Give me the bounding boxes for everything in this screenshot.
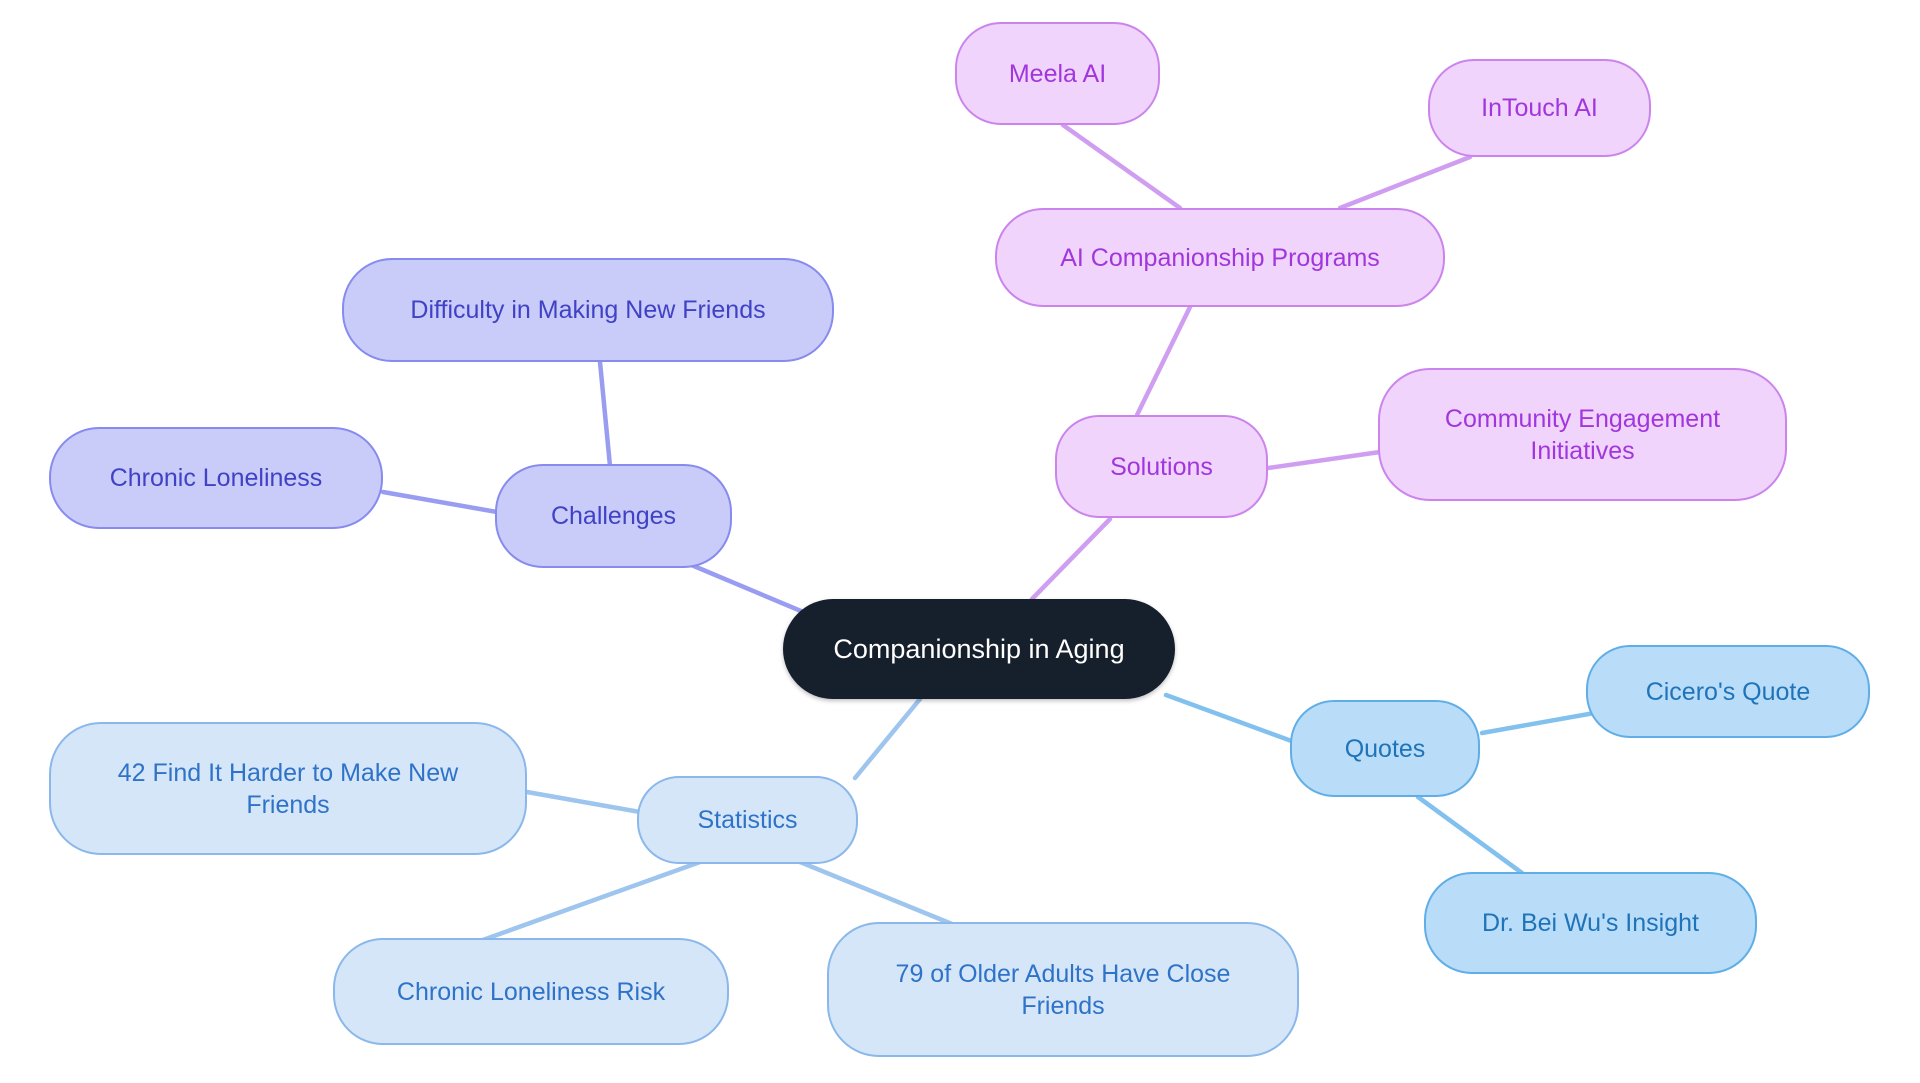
child-dr-bei-wus-insight-node[interactable]: Dr. Bei Wu's Insight [1424,872,1757,974]
branch-challenges-node[interactable]: Challenges [495,464,732,568]
child-79-older-adults-close-friends-node[interactable]: 79 of Older Adults Have Close Friends [827,922,1299,1057]
child-chronic-loneliness-node[interactable]: Chronic Loneliness [49,427,383,529]
edge-quotes-bei-wu [1415,794,1525,876]
branch-statistics-node[interactable]: Statistics [637,776,858,864]
edge-42-statistics [524,789,643,815]
edge-quotes-cicero [1479,709,1603,736]
child-difficulty-making-new-friends-node[interactable]: Difficulty in Making New Friends [342,258,834,362]
branch-solutions-node[interactable]: Solutions [1055,415,1268,518]
edge-center-statistics [852,696,923,781]
child-ciceros-quote-node[interactable]: Cicero's Quote [1586,645,1870,738]
child-ai-companionship-programs-node[interactable]: AI Companionship Programs [995,208,1445,307]
branch-quotes-node[interactable]: Quotes [1290,700,1480,797]
child-community-engagement-initiatives-node[interactable]: Community Engagement Initiatives [1378,368,1787,501]
edge-center-quotes [1163,692,1300,746]
edge-ai-programs-meela [1060,122,1183,211]
child-42-find-it-harder-node[interactable]: 42 Find It Harder to Make New Friends [49,722,527,855]
edge-solutions-ai-programs [1134,304,1193,418]
child-meela-ai-node[interactable]: Meela AI [955,22,1160,125]
edge-intouch-ai-programs [1337,154,1473,211]
edge-difficulty-challenges [597,359,613,469]
edge-chronic-loneliness-challenges [380,489,500,515]
edge-solutions-community [1265,449,1383,471]
edge-center-solutions [1029,516,1113,602]
child-chronic-loneliness-risk-node[interactable]: Chronic Loneliness Risk [333,938,729,1045]
edge-statistics-chronic-risk [477,859,703,944]
child-intouch-ai-node[interactable]: InTouch AI [1428,59,1651,157]
center-node-companionship-in-aging[interactable]: Companionship in Aging [783,599,1175,699]
edge-statistics-79 [797,859,955,927]
